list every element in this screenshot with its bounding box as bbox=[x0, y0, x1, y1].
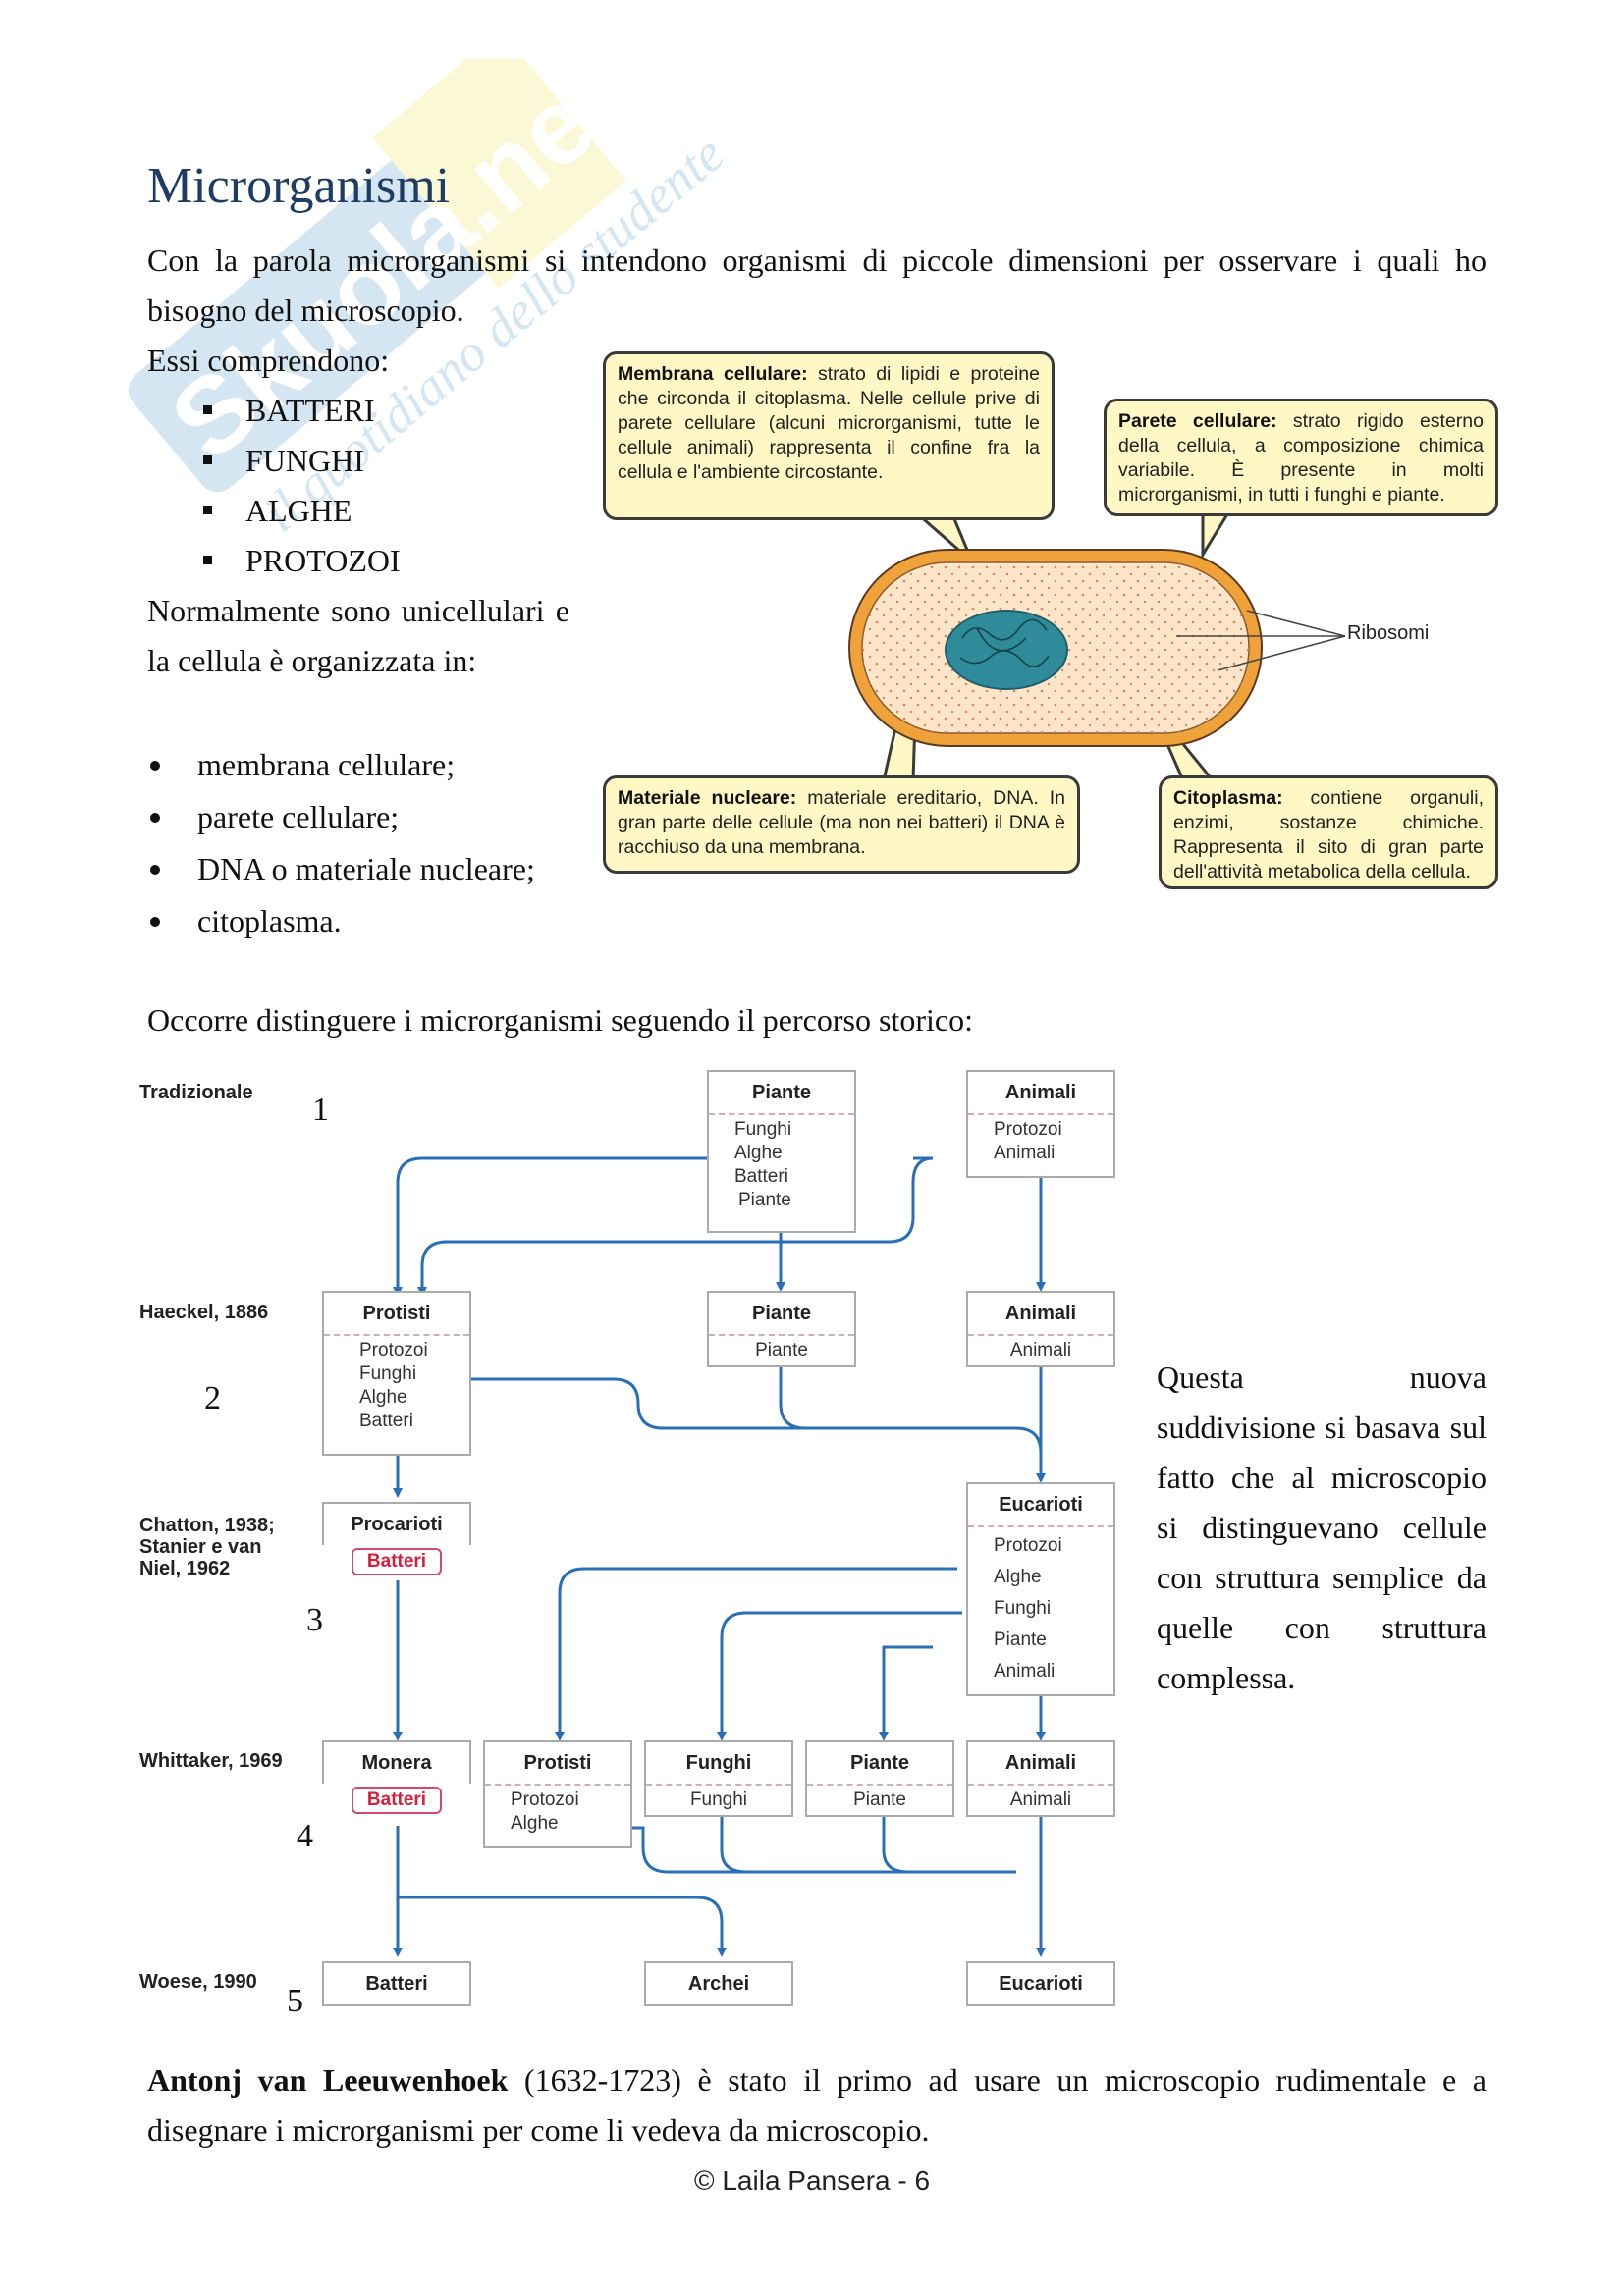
ribosomi-label: Ribosomi bbox=[1347, 622, 1430, 644]
monera-tag-wrap: Batteri bbox=[322, 1784, 471, 1814]
box-title: Animali bbox=[968, 1072, 1113, 1115]
box-title: Piante bbox=[807, 1742, 952, 1786]
box-title: Protisti bbox=[324, 1293, 469, 1336]
box-items: Piante bbox=[853, 1789, 906, 1810]
cell-parts-list: membrana cellulare; parete cellulare; DN… bbox=[147, 739, 535, 947]
whittaker-piante-box: Piante Piante bbox=[805, 1740, 954, 1817]
leeuwenhoek-name: Antonj van Leeuwenhoek bbox=[147, 2062, 509, 2098]
arrow-eucarioti-to-piante bbox=[879, 1645, 933, 1741]
list-item: FUNGHI bbox=[147, 436, 401, 486]
haeckel-animali-box: Animali Animali bbox=[966, 1291, 1115, 1367]
woese-eucarioti-box: Eucarioti bbox=[966, 1961, 1115, 2006]
box-title: Batteri bbox=[365, 1972, 428, 1995]
arrow-piante-to-eucarioti bbox=[779, 1364, 806, 1430]
page-footer: © Laila Pansera - 6 bbox=[693, 2165, 931, 2196]
box-title: Piante bbox=[709, 1293, 854, 1336]
list-item: parete cellulare; bbox=[147, 791, 535, 843]
whittaker-animali-box: Animali Animali bbox=[966, 1740, 1115, 1817]
whittaker-monera-box: Monera bbox=[322, 1740, 471, 1784]
box-title: Eucarioti bbox=[968, 1484, 1113, 1527]
parete-pointer bbox=[1201, 512, 1230, 561]
occorre-paragraph: Occorre distinguere i microrganismi segu… bbox=[147, 1002, 973, 1038]
cell-diagram: Membrana cellulare: strato di lipidi e p… bbox=[599, 344, 1502, 893]
list-item: BATTERI bbox=[147, 386, 401, 436]
questa-paragraph: Questa nuova suddivisione si basava sul … bbox=[1157, 1360, 1487, 1695]
list-item: ALGHE bbox=[147, 486, 401, 536]
box-title: Procarioti bbox=[351, 1513, 443, 1535]
parete-callout: Parete cellulare: strato rigido esterno … bbox=[1104, 399, 1498, 516]
batteri-tag: Batteri bbox=[351, 1787, 443, 1814]
step-number: 5 bbox=[287, 1983, 303, 2019]
arrow-piante-to-eucarioti bbox=[882, 1816, 909, 1874]
list-item: DNA o materiale nucleare; bbox=[147, 843, 535, 895]
row-label: Woese, 1990 bbox=[139, 1971, 257, 1993]
step-number: 4 bbox=[297, 1818, 313, 1854]
box-title: Piante bbox=[709, 1072, 854, 1115]
box-items: Protozoi Animali bbox=[994, 1119, 1062, 1163]
groups-list: BATTERI FUNGHI ALGHE PROTOZOI bbox=[147, 386, 401, 586]
whittaker-funghi-box: Funghi Funghi bbox=[644, 1740, 793, 1817]
box-items: Animali bbox=[1009, 1789, 1072, 1810]
row-label: Tradizionale bbox=[139, 1082, 253, 1103]
list-item: membrana cellulare; bbox=[147, 739, 535, 791]
box-title: Monera bbox=[361, 1751, 432, 1774]
step-number: 1 bbox=[312, 1092, 329, 1128]
box-items: Protozoi Alghe bbox=[511, 1789, 579, 1834]
list-item: citoplasma. bbox=[147, 895, 535, 947]
box-title: Eucarioti bbox=[999, 1972, 1083, 1995]
procarioti-tag-wrap: Batteri bbox=[322, 1545, 471, 1575]
normalmente-paragraph: Normalmente sono unicellulari e la cellu… bbox=[147, 593, 569, 678]
membrana-callout: Membrana cellulare: strato di lipidi e p… bbox=[603, 351, 1055, 520]
woese-archei-box: Archei bbox=[644, 1961, 793, 2006]
ribosomi-line bbox=[1217, 635, 1346, 671]
box-title: Funghi bbox=[646, 1742, 791, 1786]
arrow-funghi-to-eucarioti bbox=[720, 1816, 747, 1874]
box-items: Piante bbox=[755, 1340, 808, 1361]
essi-label: Essi comprendono: bbox=[147, 343, 390, 378]
row-label: Chatton, 1938; Stanier e van Niel, 1962 bbox=[139, 1515, 275, 1579]
box-title: Archei bbox=[687, 1972, 750, 1995]
woese-batteri-box: Batteri bbox=[322, 1961, 471, 2006]
cell-drawing bbox=[848, 512, 1346, 782]
arrow-funghi-alghe-batteri-to-protisti bbox=[393, 1156, 727, 1297]
box-items: Protozoi Funghi Alghe Batteri bbox=[359, 1340, 428, 1431]
nucleoid-texture bbox=[959, 618, 1050, 667]
ribosomi-line bbox=[1246, 610, 1346, 637]
trad-piante-box: Piante Funghi Alghe Batteri Piante bbox=[707, 1070, 856, 1233]
box-title: Animali bbox=[968, 1742, 1113, 1786]
batteri-tag: Batteri bbox=[351, 1548, 443, 1575]
chatton-procarioti-box: Procarioti bbox=[322, 1502, 471, 1545]
box-title: Protisti bbox=[485, 1742, 630, 1786]
trad-animali-box: Animali Protozoi Animali bbox=[966, 1070, 1115, 1178]
arrow-eucarioti-to-funghi bbox=[717, 1611, 962, 1741]
chatton-eucarioti-box: Eucarioti Protozoi Alghe Funghi Piante A… bbox=[966, 1482, 1115, 1696]
step-number: 3 bbox=[306, 1602, 323, 1638]
leeuwenhoek-paragraph: Antonj van Leeuwenhoek (1632-1723) è sta… bbox=[147, 2056, 1487, 2156]
citoplasma-callout: Citoplasma: contiene organuli, enzimi, s… bbox=[1159, 775, 1498, 889]
arrow-monera-to-archei bbox=[398, 1896, 727, 1957]
row-label: Whittaker, 1969 bbox=[139, 1750, 283, 1772]
nucleare-callout: Materiale nucleare: materiale ereditario… bbox=[603, 775, 1080, 874]
classification-tree: Tradizionale Haeckel, 1886 Chatton, 1938… bbox=[137, 1060, 1129, 2022]
step-number: 2 bbox=[204, 1380, 221, 1416]
list-item: PROTOZOI bbox=[147, 536, 401, 586]
haeckel-protisti-box: Protisti Protozoi Funghi Alghe Batteri bbox=[322, 1291, 471, 1456]
intro-paragraph: Con la parola microrganismi si intendono… bbox=[147, 242, 1487, 328]
box-title: Animali bbox=[968, 1293, 1113, 1336]
leeuwenhoek-text: (1632-1723) è stato il primo ad usare un… bbox=[147, 2062, 1487, 2148]
box-items: Funghi Alghe Batteri Piante bbox=[734, 1119, 792, 1210]
arrow-protisti-to-eucarioti bbox=[619, 1826, 1016, 1874]
box-items: Protozoi Alghe Funghi Piante Animali bbox=[994, 1535, 1062, 1682]
whittaker-protisti-box: Protisti Protozoi Alghe bbox=[483, 1740, 632, 1848]
box-items: Funghi bbox=[689, 1789, 748, 1810]
box-items: Animali bbox=[1009, 1340, 1072, 1361]
haeckel-piante-box: Piante Piante bbox=[707, 1291, 856, 1367]
arrow-eucarioti-to-protisti bbox=[555, 1567, 957, 1741]
row-label: Haeckel, 1886 bbox=[139, 1302, 269, 1323]
page-title: Microrganismi bbox=[147, 158, 451, 214]
tree-arrows bbox=[393, 1152, 1046, 1957]
arrow-protozoi-to-protisti bbox=[417, 1156, 934, 1297]
arrow-protisti-to-eucarioti bbox=[466, 1377, 1046, 1483]
